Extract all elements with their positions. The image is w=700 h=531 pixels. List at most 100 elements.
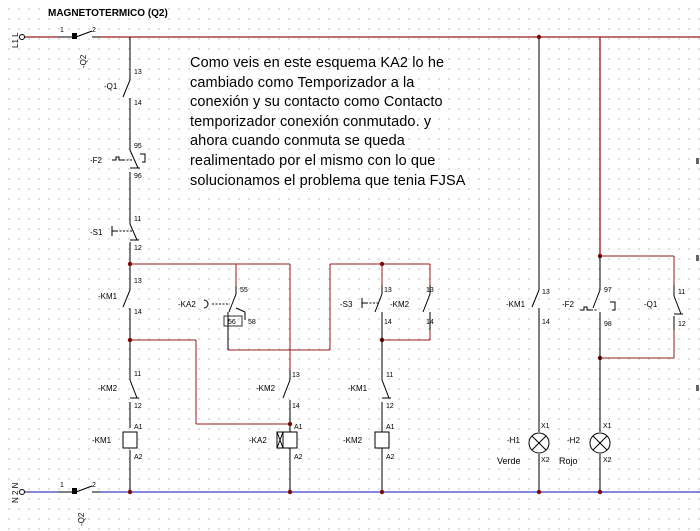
ka2-timer-contact[interactable] [203, 286, 246, 350]
node-h [379, 489, 385, 495]
km2-hold-tag: -KM2 [390, 300, 410, 309]
crossover-wires [130, 330, 431, 425]
ka2-pin56: 56 [228, 319, 236, 326]
ka2-pin-box [223, 315, 243, 327]
q2-top-pin1: 1 [60, 27, 64, 34]
km2-nc-tag: -KM2 [98, 384, 118, 393]
h1-x1: X1 [541, 423, 550, 430]
edge-marker-3 [696, 385, 699, 391]
km2-hold-pin13: 13 [426, 287, 434, 294]
ka2-contact-tag: -KA2 [178, 300, 196, 309]
edge-marker-2 [696, 255, 699, 261]
km1-coil[interactable] [122, 431, 138, 449]
q1-tag: -Q1 [104, 82, 118, 91]
branch-wire-top [130, 263, 431, 370]
q2-bottom-pin1: 1 [60, 482, 64, 489]
h2-x1: X1 [603, 423, 612, 430]
q1-pin13: 13 [134, 69, 142, 76]
s3-tag: -S3 [340, 300, 353, 309]
node-a [127, 261, 133, 267]
f2-pin96: 96 [134, 173, 142, 180]
q2-bottom-switch[interactable] [58, 485, 100, 494]
km1-coil-tag: -KM1 [92, 436, 112, 445]
f2-r-tag: -F2 [562, 300, 575, 309]
f2-contact[interactable] [112, 142, 146, 180]
annotation-line-2: cambiado como Temporizador a la [190, 74, 415, 91]
h2-tag: -H2 [567, 436, 580, 445]
km2-coil[interactable] [374, 431, 390, 449]
q2-bottom-pin2: 2 [92, 482, 96, 489]
km1-coil-a1: A1 [134, 424, 143, 431]
l1-label: L1 L [11, 32, 20, 48]
h1-color-label: Verde [497, 456, 521, 466]
s1-tag: -S1 [90, 228, 103, 237]
km1-hold-contact[interactable] [122, 274, 131, 320]
km2-nc-pin12: 12 [134, 403, 142, 410]
q2-top-tag: -Q2 [79, 54, 88, 68]
s1-pin11: 11 [134, 216, 141, 223]
km2-coil-a2: A2 [386, 454, 395, 461]
node-f [287, 421, 293, 427]
h1-tag: -H1 [507, 436, 520, 445]
km2-hold-pin14: 14 [426, 319, 434, 326]
node-j [536, 489, 542, 495]
km1-interlock-contact[interactable] [381, 340, 391, 432]
f2-aux-contact[interactable] [580, 256, 616, 432]
ka2-coil-a1: A1 [294, 424, 303, 431]
h2-color-label: Rojo [559, 456, 578, 466]
node-g [287, 489, 293, 495]
ka2-coil-a2: A2 [294, 454, 303, 461]
f2-pin95: 95 [134, 143, 142, 150]
s3-pin13: 13 [384, 287, 392, 294]
q1-contact[interactable] [122, 70, 131, 108]
node-m [597, 489, 603, 495]
f2-r-pin98: 98 [604, 321, 612, 328]
diagram-title: MAGNETOTERMICO (Q2) [48, 8, 168, 19]
q2-top-switch[interactable] [58, 30, 100, 39]
q1-pin14: 14 [134, 100, 142, 107]
s1-pushbutton[interactable] [111, 214, 139, 252]
q1-aux-contact[interactable] [673, 285, 683, 330]
km1-pin14: 14 [134, 309, 142, 316]
km1-nc-pin11: 11 [386, 372, 393, 379]
km1-nc-tag: -KM1 [348, 384, 368, 393]
annotation-line-4: temporizador conexión conmutado. y [190, 113, 432, 130]
q1-r-tag: -Q1 [644, 300, 658, 309]
h1-lamp[interactable] [528, 432, 550, 454]
km1-signal-column [531, 37, 540, 492]
km2-col2-pin13: 13 [292, 372, 300, 379]
s3-pin14: 14 [384, 319, 392, 326]
km1-r-tag: -KM1 [506, 300, 526, 309]
q1-r-pin12: 12 [678, 321, 686, 328]
km2-coil-tag: -KM2 [343, 436, 363, 445]
q2-top-pin2: 2 [92, 27, 96, 34]
edge-marker-1 [696, 158, 699, 164]
phase-line [22, 36, 700, 256]
annotation-line-5: ahora cuando conmuta se queda [190, 133, 405, 150]
km2-coil-a1: A1 [386, 424, 395, 431]
h2-x2: X2 [603, 457, 612, 464]
ka2-coil[interactable] [276, 431, 298, 492]
h2-lamp[interactable] [589, 432, 611, 454]
terminal-l1[interactable] [19, 34, 25, 40]
km2-hold-contact[interactable] [422, 285, 431, 330]
km2-col2-tag: -KM2 [256, 384, 276, 393]
terminal-n[interactable] [19, 489, 25, 495]
f2-r-pin97: 97 [604, 287, 612, 294]
km1-nc-pin12: 12 [386, 403, 394, 410]
km2-interlock-contact[interactable] [129, 370, 139, 412]
annotation-line-7: solucionamos el problema que tenia FJSA [190, 172, 466, 189]
ka2-pin58: 58 [248, 319, 256, 326]
ka2-pin55: 55 [240, 287, 248, 294]
annotation-line-1: Como veis en este esquema KA2 lo he [190, 55, 445, 71]
n-label: N 2 N [11, 482, 20, 503]
km1-coil-a2: A2 [134, 454, 143, 461]
node-c [127, 337, 133, 343]
s3-pushbutton[interactable] [361, 285, 383, 340]
km1-tag: -KM1 [98, 292, 118, 301]
node-e [127, 489, 133, 495]
node-b [379, 261, 385, 267]
km2-nc-pin11: 11 [134, 371, 141, 378]
